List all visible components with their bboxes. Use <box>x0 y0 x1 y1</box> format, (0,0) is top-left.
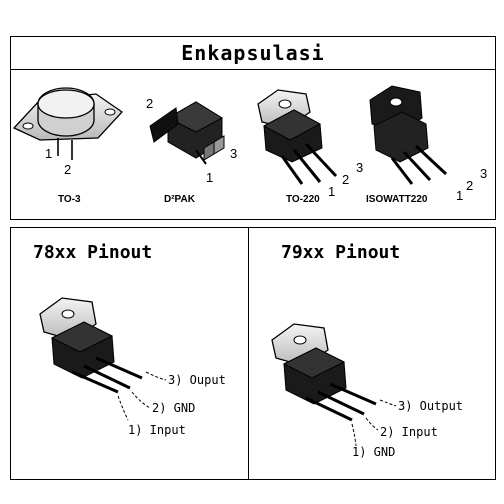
to3-label: TO-3 <box>58 194 81 205</box>
d2pak-package <box>149 101 225 165</box>
to220-pin-1: 1 <box>328 184 335 199</box>
to220-pin-2: 2 <box>342 172 349 187</box>
pinout-divider <box>248 228 249 479</box>
pinout-79xx-pin-2: 2) Input <box>380 425 438 439</box>
to220-pin-3: 3 <box>356 160 363 175</box>
encapsulation-title-bar: Enkapsulasi <box>11 37 495 70</box>
pinout-78xx-title: 78xx Pinout <box>33 242 153 263</box>
to3-pin-2: 2 <box>64 162 71 177</box>
isowatt220-package <box>369 85 448 185</box>
encapsulation-title: Enkapsulasi <box>181 41 325 65</box>
to3-package <box>12 87 123 160</box>
to220-label: TO-220 <box>286 194 320 205</box>
pinout-79xx-pin-1: 1) GND <box>352 445 395 459</box>
pinout-78xx-pin-1: 1) Input <box>128 423 186 437</box>
isowatt220-label: ISOWATT220 <box>366 194 428 205</box>
d2pak-pin-3: 3 <box>230 146 237 161</box>
to220-package <box>257 89 338 185</box>
regulator-79xx-drawing <box>271 323 397 447</box>
to3-pin-1: 1 <box>45 146 52 161</box>
d2pak-pin-2: 2 <box>146 96 153 111</box>
pinout-78xx-pin-3: 3) Ouput <box>168 373 226 387</box>
pinout-79xx-title: 79xx Pinout <box>281 242 401 263</box>
isowatt220-pin-1: 1 <box>456 188 463 203</box>
isowatt220-pin-3: 3 <box>480 166 487 181</box>
d2pak-pin-1: 1 <box>206 170 213 185</box>
isowatt220-pin-2: 2 <box>466 178 473 193</box>
d2pak-label: D²PAK <box>164 194 196 205</box>
pinout-79xx-pin-3: 3) Output <box>398 399 463 413</box>
pinout-78xx-pin-2: 2) GND <box>152 401 195 415</box>
regulator-78xx-drawing <box>39 297 167 421</box>
